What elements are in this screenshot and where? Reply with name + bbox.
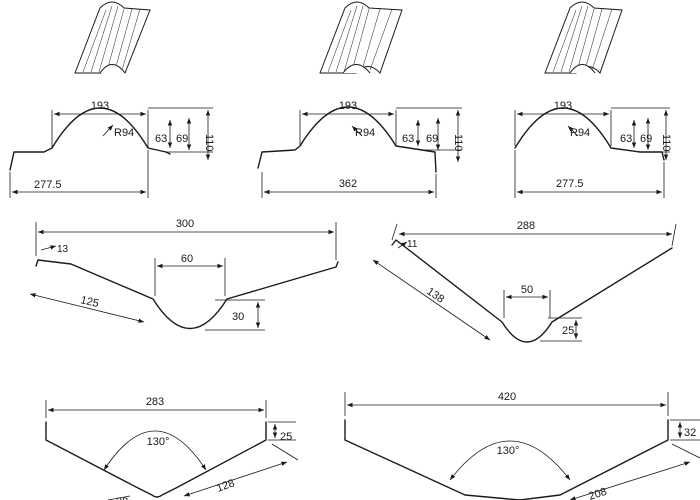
dim-side: 128	[215, 477, 236, 495]
tile-sketch-3	[544, 1, 623, 74]
dim-side: 125	[79, 294, 100, 310]
dim-radius: R94	[355, 127, 375, 139]
dim-lip: 11	[407, 239, 418, 250]
dim-radius: R94	[570, 127, 590, 139]
dim-depth: 30	[232, 311, 244, 323]
tile-sketch-2	[319, 1, 403, 74]
dim-trough-width: 60	[181, 253, 193, 265]
dim-bottom: 28	[116, 496, 128, 500]
dim-base: 362	[339, 178, 357, 190]
dim-radius: R94	[114, 127, 134, 139]
valley-profile-288: 288 11 50 138 25	[372, 220, 677, 343]
dim-h69: 69	[426, 133, 438, 145]
dim-depth: 25	[562, 325, 574, 337]
dim-side: 138	[424, 286, 446, 306]
dim-overall: 283	[146, 396, 164, 408]
dim-overall: 288	[517, 220, 535, 232]
dim-lip: 13	[57, 244, 69, 255]
dim-overall: 420	[498, 391, 516, 403]
dim-top-width: 193	[554, 100, 572, 112]
tile-sketch-1	[74, 1, 151, 74]
dim-h69: 69	[640, 133, 652, 145]
dim-top-width: 193	[91, 100, 109, 112]
ridge-cap-profile-1: 193 R94 63 69 110 277.5	[9, 100, 215, 198]
dim-overall: 300	[176, 218, 194, 230]
dim-flange: 25	[280, 431, 292, 443]
v-profile-420: 420 130° 32 208	[344, 391, 700, 500]
v-profile-283: 283 130° 25 128 28	[45, 396, 299, 500]
dim-h63: 63	[155, 133, 167, 145]
dim-h110: 110	[203, 134, 215, 152]
ridge-cap-profile-3: 193 R94 63 69 110 277.5	[514, 100, 672, 198]
dim-trough-width: 50	[521, 284, 533, 296]
dim-angle: 130°	[497, 445, 520, 457]
dim-angle: 130°	[147, 436, 170, 448]
dim-base: 277.5	[34, 179, 62, 191]
dim-base: 277.5	[556, 178, 584, 190]
dim-flange: 32	[684, 427, 696, 439]
dim-h110: 110	[660, 134, 672, 152]
dim-h69: 69	[176, 133, 188, 145]
ridge-cap-profile-2: 193 R94 63 69 110 362	[257, 100, 464, 198]
dim-h63: 63	[620, 133, 632, 145]
dim-h63: 63	[402, 133, 414, 145]
valley-profile-300: 300 13 60 125 30	[29, 218, 339, 331]
dim-top-width: 193	[339, 100, 357, 112]
dim-side: 208	[587, 486, 608, 500]
dim-h110: 110	[452, 134, 464, 152]
